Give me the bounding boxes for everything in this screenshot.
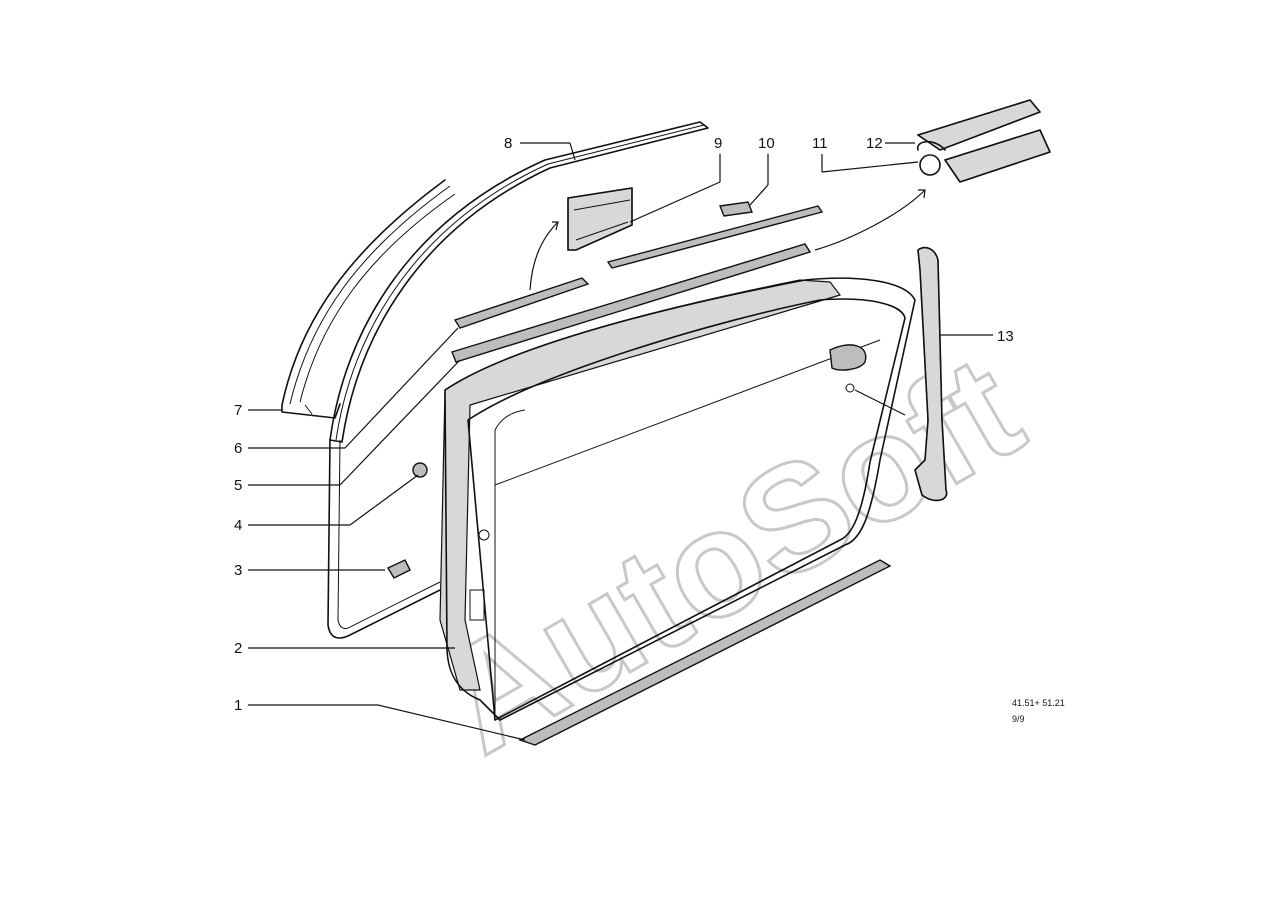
callout-13: 13	[997, 328, 1014, 345]
callout-6: 6	[234, 440, 242, 457]
door-shell	[444, 277, 916, 721]
part-8-upper-seal	[329, 121, 709, 443]
part-3-plug	[387, 559, 411, 579]
callout-12: 12	[866, 135, 883, 152]
part-12-roof-seal	[916, 99, 1051, 183]
part-10-clip	[719, 201, 753, 217]
reference-code: 41.51+ 51.21	[1012, 698, 1065, 708]
part-13-pillar-seal	[914, 246, 948, 502]
detail-arrow-left	[529, 221, 559, 291]
part-1-sill-strip	[518, 559, 892, 746]
detail-arrow-right	[814, 189, 926, 251]
lower-seal	[327, 439, 441, 639]
callout-2: 2	[234, 640, 242, 657]
part-7-window-frame	[281, 179, 456, 419]
callout-9: 9	[714, 135, 722, 152]
part-4-grommet	[412, 462, 428, 478]
callout-5: 5	[234, 477, 242, 494]
callout-1: 1	[234, 697, 242, 714]
callout-3: 3	[234, 562, 242, 579]
callout-4: 4	[234, 517, 242, 534]
callout-8: 8	[504, 135, 512, 152]
callout-7: 7	[234, 402, 242, 419]
reference-page: 9/9	[1012, 714, 1025, 724]
window-channel-strips	[451, 205, 824, 363]
leader-lines	[248, 142, 993, 741]
callout-11: 11	[812, 135, 828, 152]
part-9-profile	[567, 187, 633, 251]
callout-10: 10	[758, 135, 775, 152]
